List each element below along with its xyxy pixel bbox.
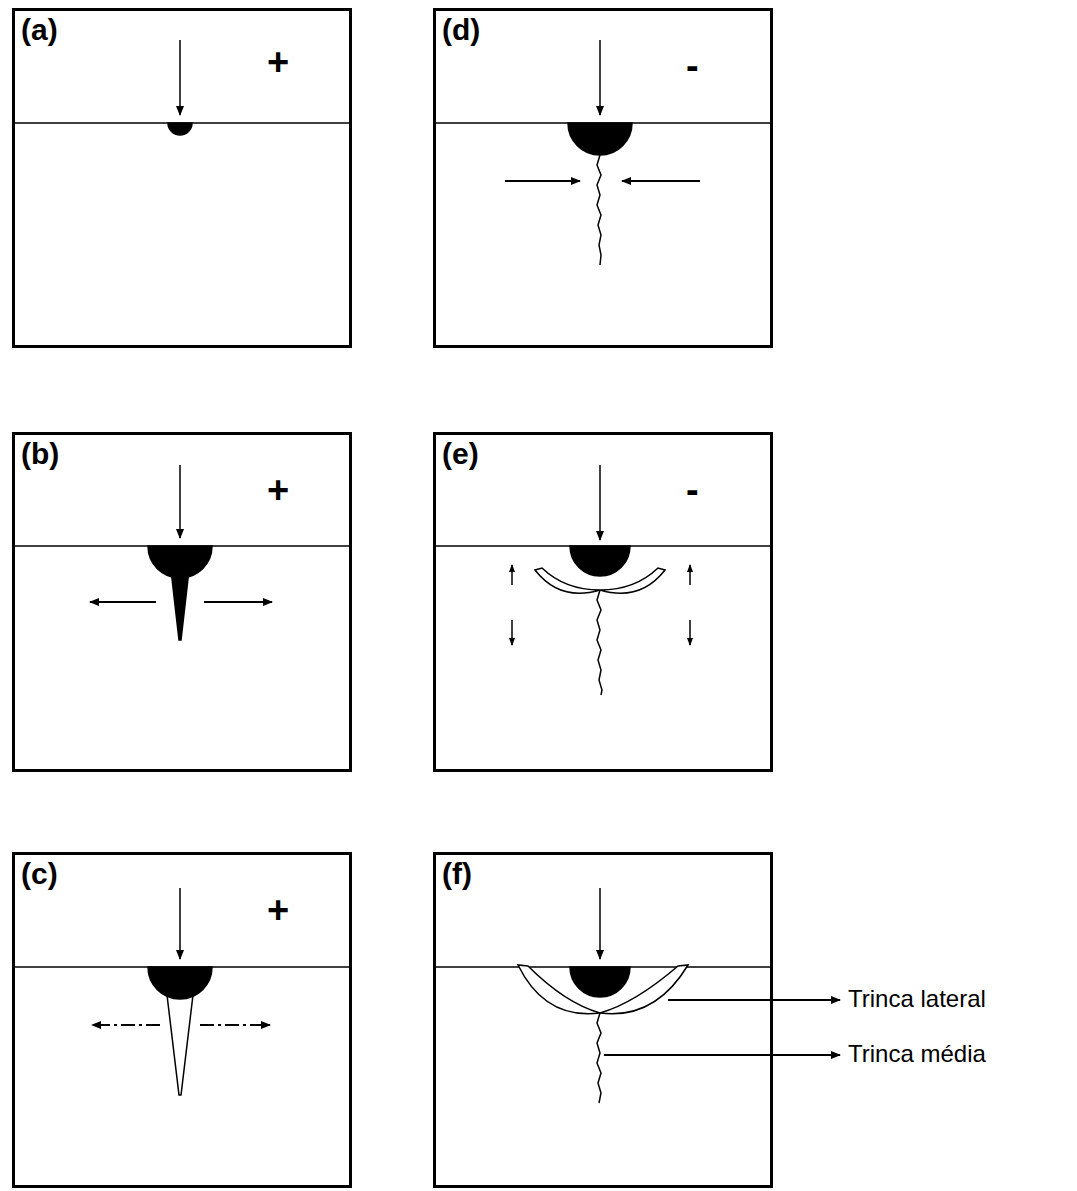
stage-panel: (d) -: [433, 8, 773, 348]
stage-letter: (d): [442, 13, 480, 47]
load-sign: +: [267, 471, 289, 509]
load-sign: -: [686, 471, 699, 509]
stage-panel: (e) -: [433, 432, 773, 772]
crack-label: Trinca média: [848, 1040, 986, 1068]
stage-letter: (b): [21, 437, 59, 471]
stage-panel: (c) +: [12, 852, 352, 1188]
load-sign: +: [267, 43, 289, 81]
stage-panel: (a) +: [12, 8, 352, 348]
stage-letter: (f): [442, 857, 472, 891]
stage-letter: (a): [21, 13, 58, 47]
stage-letter: (e): [442, 437, 479, 471]
load-sign: +: [267, 891, 289, 929]
stage-panel: (f): [433, 852, 773, 1188]
load-sign: -: [686, 47, 699, 85]
crack-label: Trinca lateral: [848, 985, 986, 1013]
stage-letter: (c): [21, 857, 58, 891]
stage-panel: (b) +: [12, 432, 352, 772]
